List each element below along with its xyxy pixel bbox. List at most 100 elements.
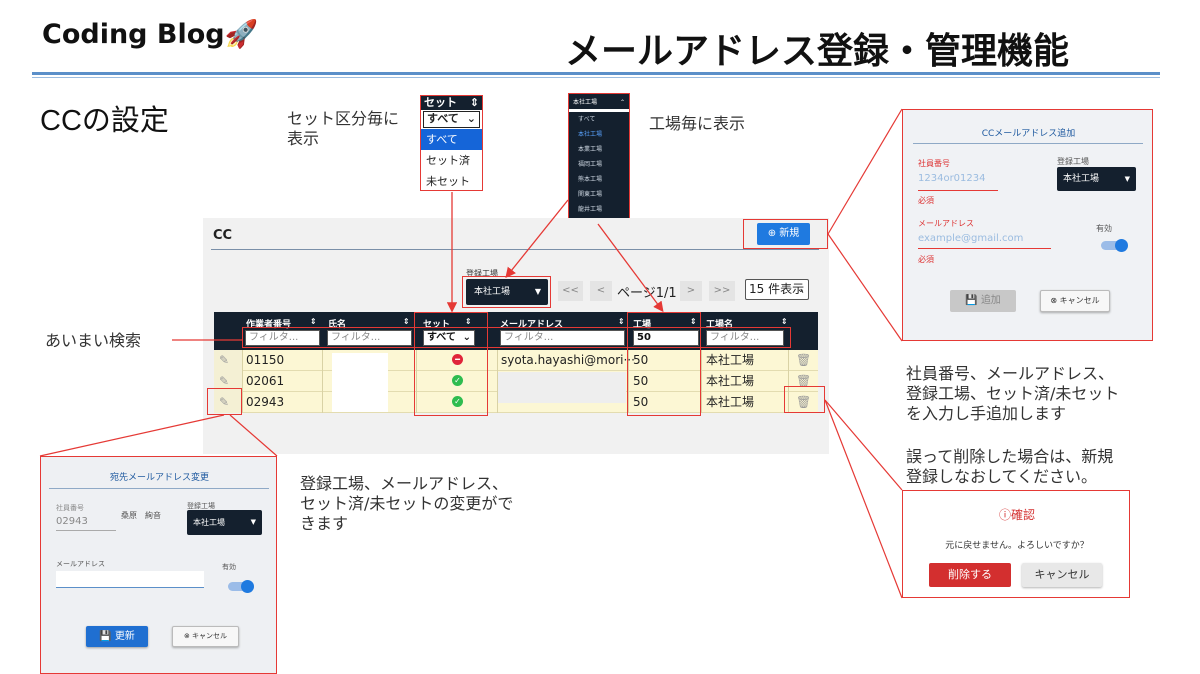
- emp-underline: [918, 190, 998, 191]
- panel-divider: [211, 249, 819, 250]
- edit-icon-highlight: [207, 388, 242, 415]
- add-cancel-button[interactable]: ⊗ キャンセル: [1040, 290, 1110, 312]
- add-factory-select[interactable]: 本社工場▼: [1057, 167, 1136, 191]
- factory-option[interactable]: 熊本工場: [578, 176, 603, 183]
- edit-factory-select[interactable]: 本社工場▼: [187, 510, 262, 535]
- set-status-icon: ✓: [452, 396, 463, 407]
- col-divider: [788, 350, 789, 413]
- edit-modal-title: 宛先メールアドレス変更: [109, 473, 209, 483]
- active-toggle-knob[interactable]: [1115, 239, 1128, 252]
- cell-emp: 01150: [246, 353, 285, 367]
- cell-factory: 50: [633, 395, 649, 409]
- trash-icon[interactable]: 🗑: [796, 353, 812, 367]
- pager-label: ページ1/1: [617, 286, 677, 301]
- panel-title: CC: [213, 228, 233, 243]
- factory-option[interactable]: 本業工場: [578, 146, 603, 153]
- update-button[interactable]: 💾 更新: [86, 626, 148, 647]
- edit-name-value: 桑原 絢音: [121, 511, 161, 520]
- note-edit-desc: 登録工場、メールアドレス、 セット済/未セットの変更がで きます: [300, 474, 514, 533]
- col-divider: [416, 350, 417, 413]
- factory-dropdown-header: 本社工場⌃: [569, 94, 629, 112]
- cell-email: syota.hayashi@mori···: [501, 353, 635, 367]
- filter-factory-input[interactable]: 50: [633, 330, 699, 346]
- caret-down-icon: ▼: [534, 287, 541, 296]
- factory-option[interactable]: 福岡工場: [578, 161, 603, 168]
- edit-pencil-icon[interactable]: ✎: [219, 374, 230, 388]
- cell-factory: 50: [633, 374, 649, 388]
- factory-filter-select[interactable]: 本社工場▼: [466, 279, 548, 305]
- note-fuzzy-search: あいまい検索: [45, 331, 142, 350]
- per-page-select[interactable]: 15 件表示⌄: [745, 279, 809, 300]
- factory-option[interactable]: 関東工場: [578, 191, 603, 198]
- edit-cancel-button[interactable]: ⊗ キャンセル: [172, 626, 239, 647]
- col-header-factory-name[interactable]: 工場名⇕: [706, 317, 788, 330]
- edit-factory-label: 登録工場: [187, 502, 215, 510]
- set-option-set[interactable]: セット済: [426, 154, 470, 167]
- new-button[interactable]: ⊕ 新規: [757, 223, 810, 245]
- set-option-all[interactable]: すべて: [421, 129, 482, 150]
- confirm-delete-button[interactable]: 削除する: [929, 563, 1011, 587]
- connector-edit-left: [39, 414, 225, 457]
- edit-active-toggle-knob[interactable]: [241, 580, 254, 593]
- confirm-cancel-button[interactable]: キャンセル: [1022, 563, 1102, 587]
- filter-set-select[interactable]: すべて⌄: [423, 330, 475, 346]
- cell-emp: 02943: [246, 395, 285, 409]
- col-header-emp[interactable]: 作業者番号⇕: [246, 317, 317, 330]
- set-dropdown-select[interactable]: すべて⌄: [423, 111, 480, 128]
- edit-email-underline: [56, 587, 204, 588]
- edit-pencil-icon[interactable]: ✎: [219, 353, 230, 367]
- factory-option[interactable]: 本社工場: [578, 131, 603, 138]
- col-header-email[interactable]: メールアドレス⇕: [500, 317, 625, 330]
- add-button[interactable]: 💾 追加: [950, 290, 1016, 312]
- col-header-name[interactable]: 氏名⇕: [328, 317, 410, 330]
- confirm-message: 元に戻せません。よろしいですか？: [945, 541, 1089, 551]
- add-modal-title: CCメールアドレス追加: [981, 129, 1076, 139]
- email-input[interactable]: example@gmail.com: [918, 233, 1024, 244]
- close-circle-icon: ⊗: [1050, 296, 1058, 305]
- edit-emp-underline: [56, 530, 116, 531]
- filter-row-highlight: [242, 327, 791, 348]
- col-divider: [628, 350, 629, 413]
- edit-email-input[interactable]: [56, 571, 204, 587]
- emp-input[interactable]: 1234or01234: [918, 173, 986, 184]
- email-required: 必須: [918, 255, 934, 264]
- edit-email-label: メールアドレス: [56, 560, 105, 568]
- edit-modal-divider: [49, 488, 269, 489]
- col-header-factory[interactable]: 工場⇕: [633, 317, 697, 330]
- connector-add-top: [827, 108, 903, 235]
- emp-label: 社員番号: [918, 159, 950, 168]
- factory-option[interactable]: 龍井工場: [578, 206, 603, 213]
- col-divider: [322, 350, 323, 413]
- plus-circle-icon: ⊕: [767, 228, 777, 239]
- pager-last[interactable]: >>: [709, 281, 735, 301]
- factory-column-highlight: [627, 312, 701, 416]
- email-underline: [918, 248, 1051, 249]
- filter-email-input[interactable]: フィルタ...: [500, 330, 625, 346]
- filter-emp-input[interactable]: フィルタ...: [245, 330, 320, 346]
- cell-factory-name: 本社工場: [706, 353, 755, 367]
- email-label: メールアドレス: [918, 219, 974, 228]
- trash-icon[interactable]: 🗑: [796, 395, 812, 409]
- filter-name-input[interactable]: フィルタ...: [327, 330, 412, 346]
- add-email-modal: CCメールアドレス追加 社員番号 1234or01234 必須 登録工場 本社工…: [902, 109, 1153, 341]
- trash-icon[interactable]: 🗑: [796, 374, 812, 388]
- set-option-unset[interactable]: 未セット: [426, 175, 470, 188]
- pager-next[interactable]: >: [680, 281, 702, 301]
- col-header-set[interactable]: セット⇕: [423, 317, 472, 330]
- filter-factory-name-input[interactable]: フィルタ...: [706, 330, 784, 346]
- note-factory-filter: 工場毎に表示: [649, 114, 746, 133]
- redaction-mask: [498, 372, 626, 403]
- add-modal-divider: [913, 143, 1143, 144]
- pager-first[interactable]: <<: [558, 281, 583, 301]
- section-title: CCの設定: [40, 105, 169, 137]
- edit-pencil-icon[interactable]: ✎: [219, 395, 230, 409]
- active-toggle[interactable]: [1101, 241, 1127, 250]
- cell-emp: 02061: [246, 374, 285, 388]
- factory-option[interactable]: すべて: [578, 116, 596, 123]
- save-icon: 💾: [965, 295, 978, 306]
- pager-prev[interactable]: <: [590, 281, 612, 301]
- note-delete-desc: 誤って削除した場合は、新規 登録しなおしてください。: [906, 447, 1114, 486]
- header-divider-thin: [32, 77, 1160, 78]
- edit-email-modal: 宛先メールアドレス変更 社員番号 02943 桑原 絢音 登録工場 本社工場▼ …: [40, 456, 277, 674]
- close-circle-icon: ⊗: [183, 632, 190, 640]
